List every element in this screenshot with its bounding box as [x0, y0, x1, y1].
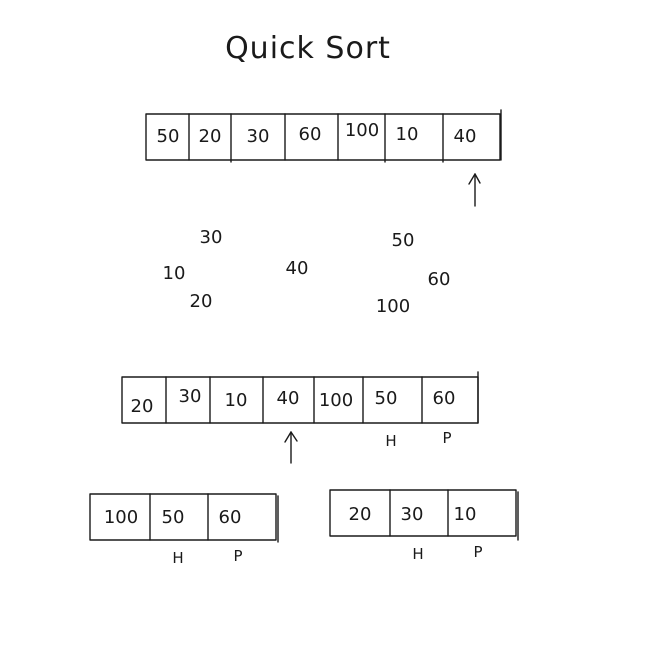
scatter-right-value: 100	[376, 296, 410, 317]
array-cell: 100	[104, 507, 138, 528]
arrow-up-icon	[468, 173, 481, 207]
array-cell: 30	[247, 126, 270, 147]
array-cell: 100	[319, 390, 353, 411]
page-title: Quick Sort	[225, 31, 391, 66]
array-cell: 50	[157, 126, 180, 147]
array-left-sub: 20 30 10 H P	[329, 489, 519, 563]
array-border	[145, 113, 501, 161]
array-partitioned: 20 30 10 40 100 50 60 H P	[121, 371, 479, 450]
array-border	[329, 489, 517, 537]
array-right-sub: 100 50 60 H P	[89, 493, 279, 567]
array-cell: 50	[162, 507, 185, 528]
arrow-up-icon	[284, 431, 298, 464]
array-cell: 20	[349, 504, 372, 525]
scatter-right-value: 50	[392, 230, 415, 251]
array-cell: 60	[299, 124, 322, 145]
array-cell: 20	[199, 126, 222, 147]
marker-p: P	[233, 547, 242, 565]
scatter-left-value: 20	[190, 291, 213, 312]
array-cell: 10	[396, 124, 419, 145]
array-cell: 10	[454, 504, 477, 525]
array-cell: 50	[375, 388, 398, 409]
array-cell: 20	[131, 396, 154, 417]
marker-p: P	[442, 429, 451, 447]
array-cell: 30	[401, 504, 424, 525]
array-border	[121, 376, 479, 424]
array-cell: 40	[454, 126, 477, 147]
array-cell: 30	[179, 386, 202, 407]
marker-p: P	[473, 543, 482, 561]
array-cell: 60	[433, 388, 456, 409]
array-cell: 60	[219, 507, 242, 528]
scatter-left-value: 30	[200, 227, 223, 248]
scatter-right-value: 60	[428, 269, 451, 290]
marker-h: H	[385, 432, 396, 450]
array-border	[89, 493, 277, 541]
array-cell: 100	[345, 120, 379, 141]
scatter-left-value: 10	[163, 263, 186, 284]
array-initial: 50 20 30 60 100 10 40	[145, 109, 502, 163]
partition-scatter: 30 10 20 40 50 60 100	[163, 227, 451, 317]
scatter-pivot-value: 40	[286, 258, 309, 279]
marker-h: H	[412, 545, 423, 563]
array-cell: 40	[277, 388, 300, 409]
array-cell: 10	[225, 390, 248, 411]
marker-h: H	[172, 549, 183, 567]
